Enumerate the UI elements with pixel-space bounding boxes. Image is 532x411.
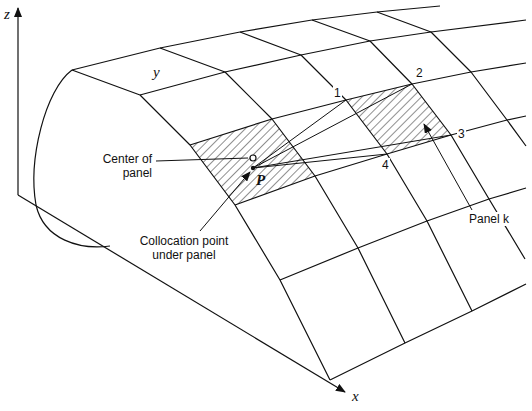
spanwise-line xyxy=(72,6,440,70)
leader-arrow xyxy=(200,172,250,231)
chordwise-line xyxy=(240,32,472,311)
axis-label: y xyxy=(152,64,161,80)
z-axis xyxy=(17,8,18,195)
leader-arrow xyxy=(424,124,472,210)
influence-line xyxy=(253,154,387,168)
axis-label: z xyxy=(4,6,10,22)
chordwise-line xyxy=(72,70,330,380)
influence-line xyxy=(253,84,412,168)
callout-label: Collocation point under panel xyxy=(125,234,243,262)
airfoil-section xyxy=(34,70,110,247)
chordwise-line xyxy=(377,12,526,146)
panel-center xyxy=(250,155,256,161)
collocation-point xyxy=(251,166,255,170)
corner-number: 4 xyxy=(381,158,390,172)
corner-number: 1 xyxy=(333,86,342,100)
spanwise-line xyxy=(330,284,526,380)
influence-line xyxy=(253,100,346,168)
chordwise-line xyxy=(160,48,405,343)
callout-label: Center of panel xyxy=(90,152,152,180)
axis-label: x xyxy=(352,388,359,404)
point-label: P xyxy=(256,172,265,188)
leader-line xyxy=(156,158,248,161)
hatched-panel xyxy=(190,119,315,205)
spanwise-line xyxy=(140,20,526,95)
panel-label: Panel k xyxy=(468,212,510,226)
spanwise-line xyxy=(280,188,526,280)
spanwise-line xyxy=(235,116,526,205)
corner-number: 2 xyxy=(415,66,424,80)
chordwise-line xyxy=(312,20,525,259)
spanwise-line xyxy=(190,63,526,145)
corner-number: 3 xyxy=(457,127,466,141)
x-axis xyxy=(18,195,345,392)
influence-line xyxy=(253,135,451,168)
